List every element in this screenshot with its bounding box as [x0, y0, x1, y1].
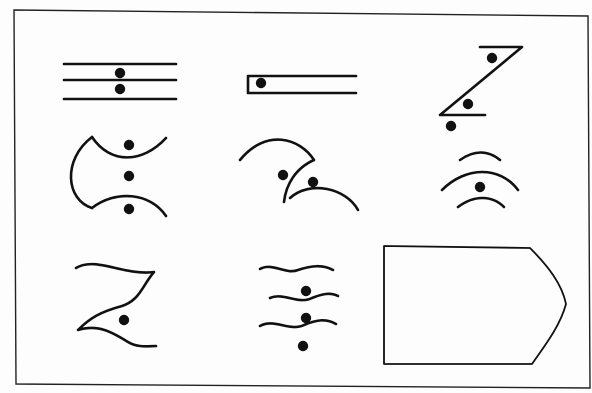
cell-wavy-lines: [260, 266, 338, 351]
cell-hooked-arcs: [240, 140, 358, 210]
cell-open-rectangle: [248, 76, 356, 93]
cell-concave-arcs: [71, 137, 166, 216]
cell-s-curve: [76, 264, 156, 346]
cell-three-lines: [64, 64, 176, 99]
cell-z-shape: [440, 47, 522, 131]
cell-stacked-arcs: [442, 153, 518, 208]
answer-box: [384, 246, 566, 364]
card-border: [14, 10, 590, 388]
